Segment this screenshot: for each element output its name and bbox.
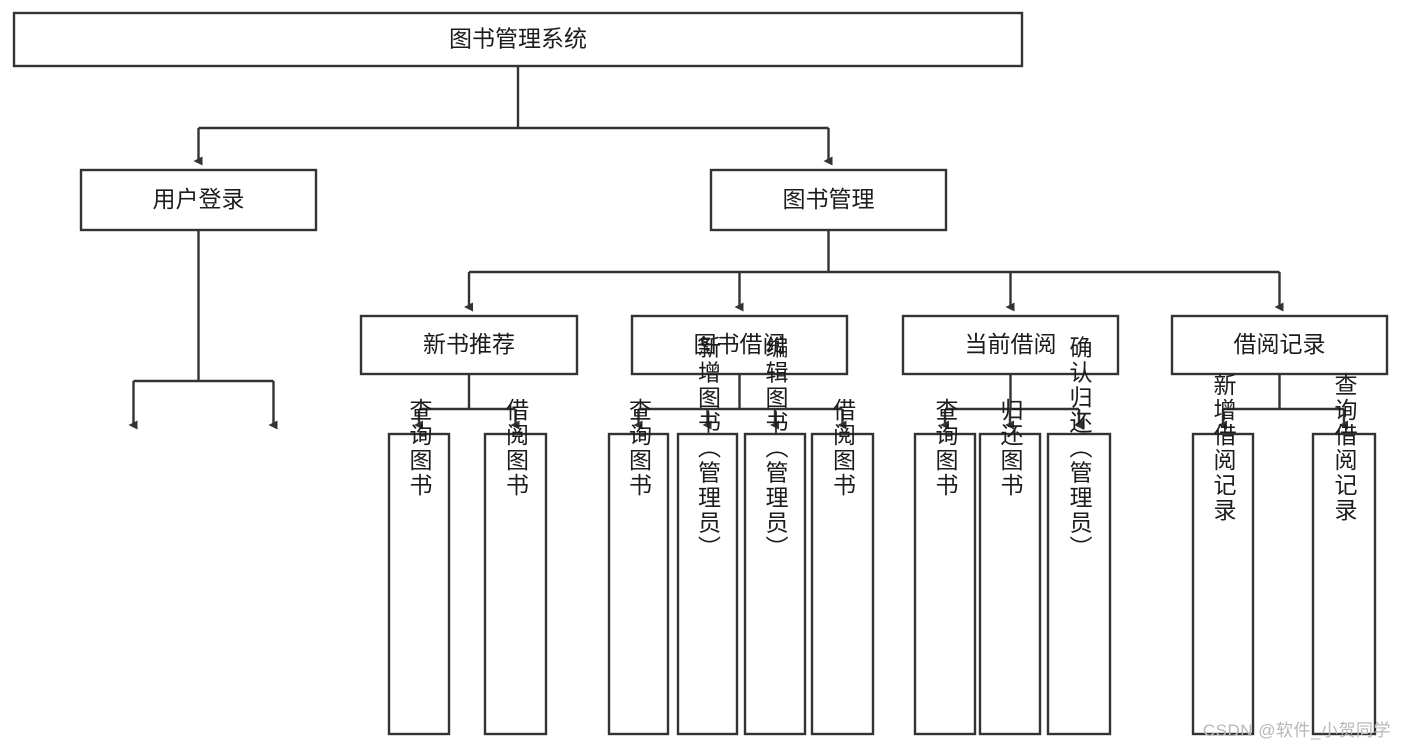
- node-user-login[interactable]: 用户登录: [79, 168, 318, 232]
- node-add-borrow-record[interactable]: 新增借阅记录: [1191, 373, 1255, 736]
- node-box-query-book-2: [607, 432, 670, 736]
- node-label-new-book-recommend: 新书推荐: [423, 331, 515, 357]
- node-label-query-book-2: 查询图书: [626, 398, 653, 498]
- node-borrow-book-1[interactable]: 借阅图书: [483, 398, 548, 736]
- node-borrow-book-2[interactable]: 借阅图书: [810, 398, 875, 736]
- node-box-add-book-admin: [676, 432, 739, 736]
- node-return-book[interactable]: 归还图书: [978, 398, 1042, 736]
- node-label-book-borrow: 图书借阅: [694, 331, 786, 357]
- node-label-edit-book-admin: 编辑图书（管理员）: [762, 336, 789, 561]
- node-confirm-return-admin[interactable]: 确认归还（管理员）: [1046, 336, 1112, 736]
- node-current-borrow[interactable]: 当前借阅: [901, 314, 1120, 376]
- node-book-borrow[interactable]: 图书借阅: [630, 314, 849, 376]
- node-label-add-borrow-record: 新增借阅记录: [1210, 373, 1237, 523]
- node-label-root: 图书管理系统: [449, 26, 587, 52]
- node-box-borrow-book-1: [483, 432, 548, 736]
- node-label-user-login: 用户登录: [153, 186, 245, 212]
- node-query-borrow-record[interactable]: 查询借阅记录: [1311, 373, 1377, 736]
- node-box-book-manage: [709, 168, 948, 232]
- node-root[interactable]: 图书管理系统: [12, 11, 1024, 68]
- node-label-borrow-book-2: 借阅图书: [830, 398, 857, 498]
- node-label-add-book-admin: 新增图书（管理员）: [695, 336, 722, 561]
- node-box-borrow-book-2: [810, 432, 875, 736]
- node-box-confirm-return-admin: [1046, 432, 1112, 736]
- node-query-book-1[interactable]: 查询图书: [387, 398, 451, 736]
- node-label-current-borrow: 当前借阅: [965, 331, 1057, 357]
- node-borrow-record[interactable]: 借阅记录: [1170, 314, 1389, 376]
- node-label-borrow-record: 借阅记录: [1234, 331, 1326, 357]
- node-box-current-borrow: [901, 314, 1120, 376]
- edges-layer: [128, 66, 1348, 430]
- node-box-root: [12, 11, 1024, 68]
- node-query-book-2[interactable]: 查询图书: [607, 398, 670, 736]
- node-box-book-borrow: [630, 314, 849, 376]
- node-edit-book-admin[interactable]: 编辑图书（管理员）: [743, 336, 807, 736]
- node-box-query-borrow-record: [1311, 432, 1377, 736]
- node-box-borrow-record: [1170, 314, 1389, 376]
- node-box-query-book-3: [913, 432, 977, 736]
- node-box-user-login: [79, 168, 318, 232]
- node-book-manage[interactable]: 图书管理: [709, 168, 948, 232]
- node-label-confirm-return-admin: 确认归还（管理员）: [1066, 336, 1093, 561]
- node-box-new-book-recommend: [359, 314, 579, 376]
- node-label-query-borrow-record: 查询借阅记录: [1331, 373, 1358, 523]
- node-label-return-book: 归还图书: [997, 398, 1024, 498]
- node-query-book-3[interactable]: 查询图书: [913, 398, 977, 736]
- node-box-add-borrow-record: [1191, 432, 1255, 736]
- node-add-book-admin[interactable]: 新增图书（管理员）: [676, 336, 739, 736]
- node-label-query-book-3: 查询图书: [932, 398, 959, 498]
- node-box-edit-book-admin: [743, 432, 807, 736]
- node-new-book-recommend[interactable]: 新书推荐: [359, 314, 579, 376]
- node-box-query-book-1: [387, 432, 451, 736]
- node-box-return-book: [978, 432, 1042, 736]
- node-label-borrow-book-1: 借阅图书: [503, 398, 530, 498]
- node-label-query-book-1: 查询图书: [406, 398, 433, 498]
- node-label-book-manage: 图书管理: [783, 186, 875, 212]
